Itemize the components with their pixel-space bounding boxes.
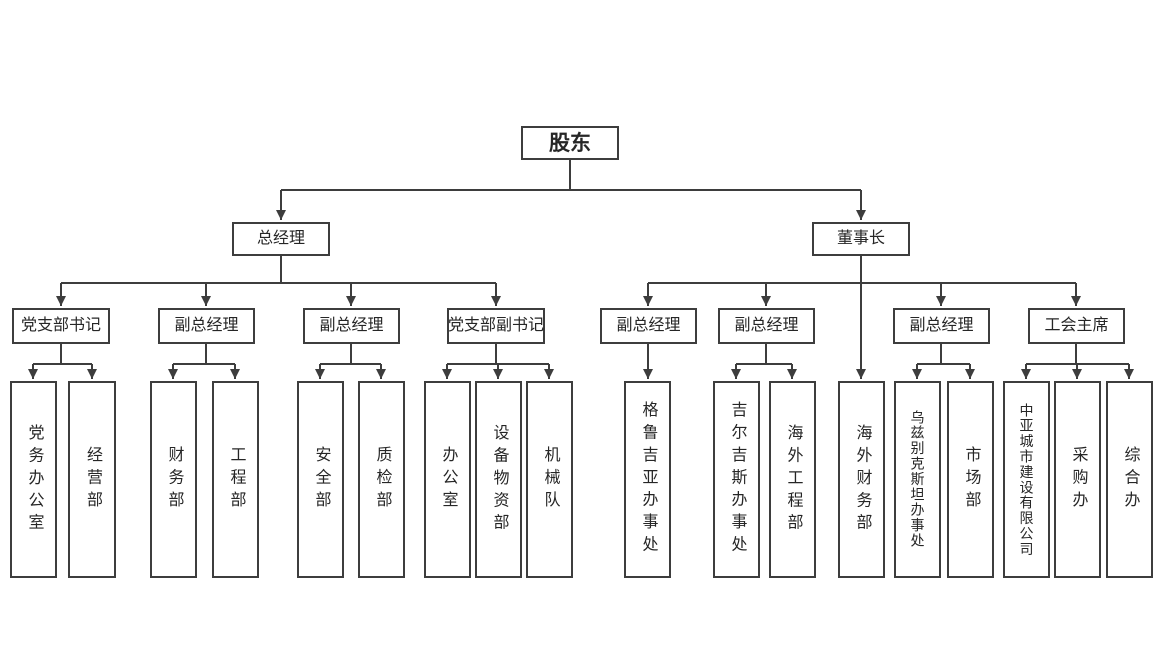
node-deputy-gm-a[interactable]: 副总经理	[158, 308, 255, 344]
node-equipment-materials-dept[interactable]: 设备物资部	[475, 381, 522, 578]
node-general-office[interactable]: 综合办	[1106, 381, 1153, 578]
node-business-dept[interactable]: 经营部	[68, 381, 116, 578]
node-uzbekistan-office[interactable]: 乌兹别克斯坦办事处	[894, 381, 941, 578]
node-deputy-gm-d[interactable]: 副总经理	[718, 308, 815, 344]
node-overseas-finance-dept[interactable]: 海外财务部	[838, 381, 885, 578]
node-kyrgyzstan-office[interactable]: 吉尔吉斯办事处	[713, 381, 760, 578]
node-deputy-gm-c[interactable]: 副总经理	[600, 308, 697, 344]
node-party-affairs-office[interactable]: 党务办公室	[10, 381, 57, 578]
node-deputy-gm-e[interactable]: 副总经理	[893, 308, 990, 344]
node-procurement-office[interactable]: 采购办	[1054, 381, 1101, 578]
node-quality-dept[interactable]: 质检部	[358, 381, 405, 578]
node-georgia-office[interactable]: 格鲁吉亚办事处	[624, 381, 671, 578]
node-party-branch-secretary[interactable]: 党支部书记	[12, 308, 110, 344]
node-shareholder[interactable]: 股东	[521, 126, 619, 160]
node-office[interactable]: 办公室	[424, 381, 471, 578]
node-deputy-gm-b[interactable]: 副总经理	[303, 308, 400, 344]
node-general-manager[interactable]: 总经理	[232, 222, 330, 256]
node-safety-dept[interactable]: 安全部	[297, 381, 344, 578]
node-chairman[interactable]: 董事长	[812, 222, 910, 256]
node-central-asia-company[interactable]: 中亚城市建设有限公司	[1003, 381, 1050, 578]
node-party-branch-deputy-secretary[interactable]: 党支部副书记	[447, 308, 545, 344]
node-finance-dept[interactable]: 财务部	[150, 381, 197, 578]
node-overseas-engineering-dept[interactable]: 海外工程部	[769, 381, 816, 578]
node-engineering-dept[interactable]: 工程部	[212, 381, 259, 578]
node-market-dept[interactable]: 市场部	[947, 381, 994, 578]
node-union-chairman[interactable]: 工会主席	[1028, 308, 1125, 344]
node-machinery-team[interactable]: 机械队	[526, 381, 573, 578]
